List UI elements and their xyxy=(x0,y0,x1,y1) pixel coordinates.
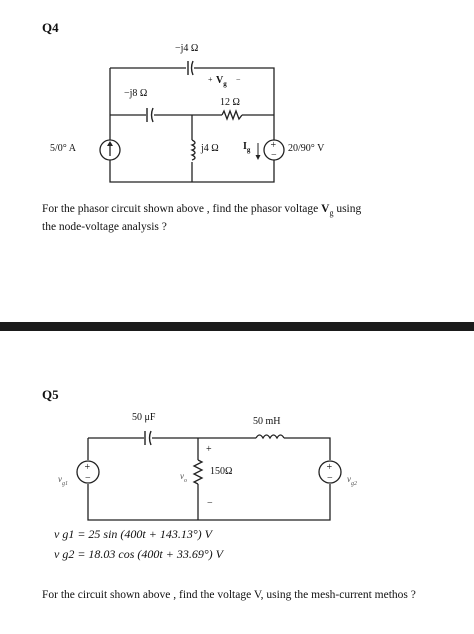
q5-source-1-icon: + − xyxy=(76,460,100,484)
q4-ig-arrow-icon xyxy=(255,143,261,160)
svg-text:+: + xyxy=(327,462,333,473)
q4-inductor-label: j4 Ω xyxy=(201,143,219,154)
q5-label: Q5 xyxy=(42,387,59,402)
q5-vo-label: vo xyxy=(180,471,187,484)
q4-ig-label: Ig xyxy=(243,141,251,154)
q4-resistor xyxy=(221,109,243,121)
q5-source-2-icon: + − xyxy=(318,460,342,484)
q5-problem-text: For the circuit shown above , find the v… xyxy=(42,589,416,601)
q5-capacitor xyxy=(144,430,152,446)
svg-text:−: − xyxy=(207,498,213,509)
q4-problem-text: For the phasor circuit shown above , fin… xyxy=(42,203,362,234)
q5-resistor-label: 150Ω xyxy=(210,466,233,477)
q4-vg-minus: − xyxy=(236,75,241,84)
q5-source-1-label: vg1 xyxy=(58,474,68,487)
q4-current-source-icon xyxy=(99,139,121,161)
q4-vg-label: Vg xyxy=(216,75,227,88)
q5-vo-polarity: + − xyxy=(206,444,213,509)
q5-wires xyxy=(87,437,331,521)
q5-equation-1: v g1 = 25 sin (400t + 143.13°) V xyxy=(54,527,212,541)
q4-vg-plus: + xyxy=(208,75,213,84)
q4-inductor xyxy=(186,139,198,162)
q4-top-capacitor xyxy=(186,60,194,76)
q5-capacitor-label: 50 μF xyxy=(132,412,156,423)
q5-inductor-label: 50 mH xyxy=(253,416,281,427)
svg-text:+: + xyxy=(271,140,277,151)
q4-left-capacitor xyxy=(146,107,154,123)
q4-resistor-label: 12 Ω xyxy=(220,97,240,108)
svg-text:+: + xyxy=(85,462,91,473)
svg-text:−: − xyxy=(271,150,277,161)
q4-voltage-source-label: 20/90° V xyxy=(288,143,325,154)
svg-text:−: − xyxy=(85,473,91,484)
q4-current-source-label: 5/0° A xyxy=(50,143,76,154)
q5-equation-2: v g2 = 18.03 cos (400t + 33.69°) V xyxy=(54,547,223,561)
svg-text:−: − xyxy=(327,473,333,484)
q4-voltage-source-icon: + − xyxy=(263,139,285,161)
q5-inductor xyxy=(255,432,285,440)
q4-left-capacitor-label: −j8 Ω xyxy=(124,88,148,99)
q5-source-2-label: vg2 xyxy=(347,474,357,487)
section-divider xyxy=(0,322,474,331)
q4-top-capacitor-label: −j4 Ω xyxy=(175,43,199,54)
q4-label: Q4 xyxy=(42,20,59,35)
svg-text:+: + xyxy=(206,444,212,455)
q5-resistor xyxy=(192,459,204,485)
q4-wires xyxy=(109,67,275,183)
